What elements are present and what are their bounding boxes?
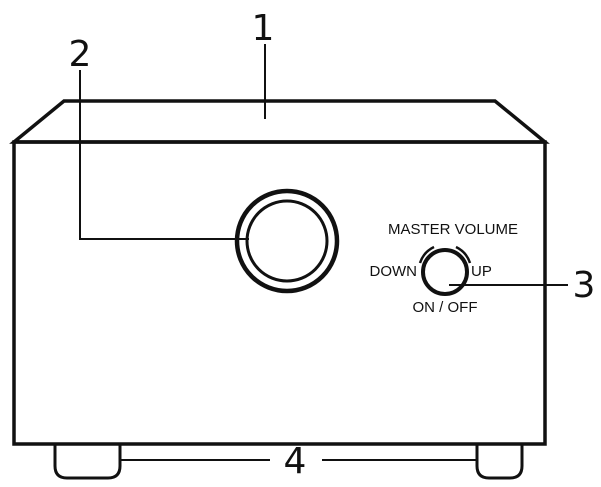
cabinet-front [12,140,547,446]
on-off-label: ON / OFF [413,299,478,316]
up-label: UP [471,263,492,280]
speaker-inner-ring [245,199,329,283]
knob-arc-left [418,245,435,264]
top-panel [9,99,550,144]
knob-arc-right [455,245,472,264]
callout-1: 1 [252,8,275,49]
volume-knob [421,248,469,296]
down-label: DOWN [370,263,418,280]
speaker-outer-ring [234,188,340,294]
callout-3: 3 [573,265,596,306]
callout-2: 2 [69,34,92,75]
leader-line-2 [79,70,249,240]
master-volume-label: MASTER VOLUME [388,221,518,238]
callout-4: 4 [284,441,307,482]
foot-left [53,444,122,480]
foot-right [475,444,524,480]
